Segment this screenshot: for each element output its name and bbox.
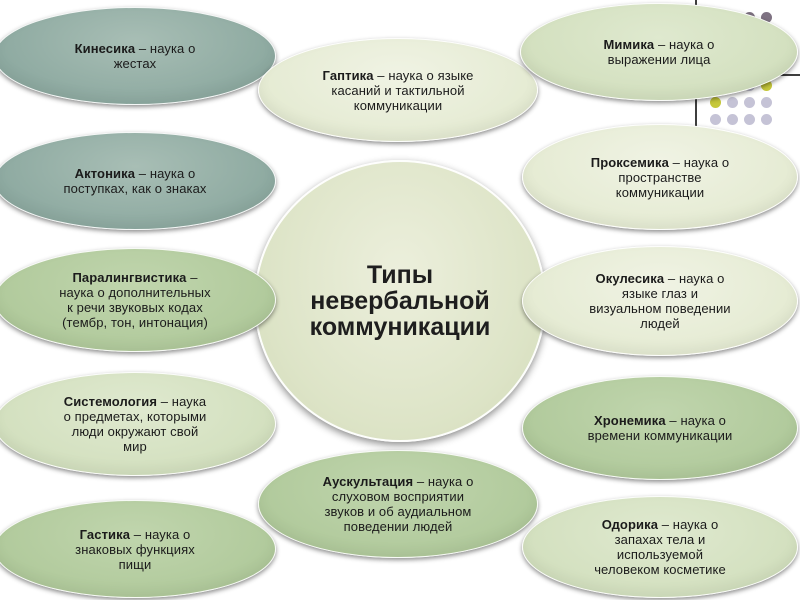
node-kinesika-term: Кинесика — [74, 41, 136, 56]
decorative-dot — [727, 97, 738, 108]
node-mimika-desc: – наука о выражении лица — [607, 37, 715, 67]
node-gastika: Гастика – наука о знаковых функциях пищи — [0, 500, 276, 598]
node-gastika-desc: – наука о знаковых функциях пищи — [75, 526, 195, 572]
node-paralingvistika-term: Паралингвистика — [72, 270, 187, 285]
node-auskultacia-desc: – наука о слуховом восприятии звуков и о… — [324, 474, 474, 534]
node-okulesika-desc: – наука о языке глаз и визуальном поведе… — [589, 271, 731, 331]
decorative-dot — [744, 97, 755, 108]
decorative-dot — [761, 80, 772, 91]
node-aktonika-desc: – наука о поступках, как о знаках — [63, 166, 207, 196]
node-odorika-desc: – наука о запахах тела и используемой че… — [594, 517, 726, 577]
node-odorika-term: Одорика — [601, 517, 659, 532]
node-kinesika: Кинесика – наука о жестах — [0, 7, 276, 105]
node-auskultacia: Аускультация – наука о слуховом восприят… — [258, 450, 538, 558]
node-odorika: Одорика – наука о запахах тела и использ… — [522, 496, 798, 598]
node-mimika-term: Мимика — [603, 37, 655, 52]
node-aktonika: Актоника – наука о поступках, как о знак… — [0, 132, 276, 230]
node-sistemologia-desc: – наука о предметах, которыми люди окруж… — [63, 394, 207, 454]
decorative-dot — [744, 114, 755, 125]
node-paralingvistika: Паралингвистика – наука о дополнительных… — [0, 248, 276, 352]
node-sistemologia-term: Системология — [63, 394, 158, 409]
node-gastika-term: Гастика — [79, 526, 131, 542]
decorative-dot — [727, 114, 738, 125]
node-gaptika-desc: – наука о языке касаний и тактильной ком… — [331, 67, 474, 113]
node-hronemika: Хронемика – наука о времени коммуникации — [522, 376, 798, 480]
center-circle-title: Типы невербальной коммуникации — [254, 160, 546, 442]
node-okulesika-term: Окулесика — [595, 271, 665, 286]
decorative-dot — [761, 114, 772, 125]
node-aktonika-term: Актоника — [74, 166, 136, 181]
node-mimika: Мимика – наука о выражении лица — [520, 3, 798, 101]
node-proksemika-desc: – наука о пространстве коммуникации — [615, 154, 730, 200]
node-paralingvistika-desc: – наука о дополнительных к речи звуковых… — [59, 270, 211, 330]
node-hronemika-term: Хронемика — [594, 413, 666, 428]
node-kinesika-desc: – наука о жестах — [113, 41, 196, 71]
node-okulesika: Окулесика – наука о языке глаз и визуаль… — [522, 246, 798, 356]
decorative-dot — [761, 97, 772, 108]
node-proksemika-term: Проксемика — [590, 154, 669, 170]
node-gaptika: Гаптика – наука о языке касаний и тактил… — [258, 38, 538, 142]
node-gaptika-term: Гаптика — [322, 67, 374, 83]
node-sistemologia: Системология – наука о предметах, которы… — [0, 372, 276, 476]
decorative-dot — [710, 114, 721, 125]
node-hronemika-desc: – наука о времени коммуникации — [587, 413, 733, 443]
node-auskultacia-term: Аускультация — [322, 474, 414, 489]
decorative-dot — [710, 97, 721, 108]
node-proksemika: Проксемика – наука о пространстве коммун… — [522, 124, 798, 230]
decorative-dot — [761, 12, 772, 23]
